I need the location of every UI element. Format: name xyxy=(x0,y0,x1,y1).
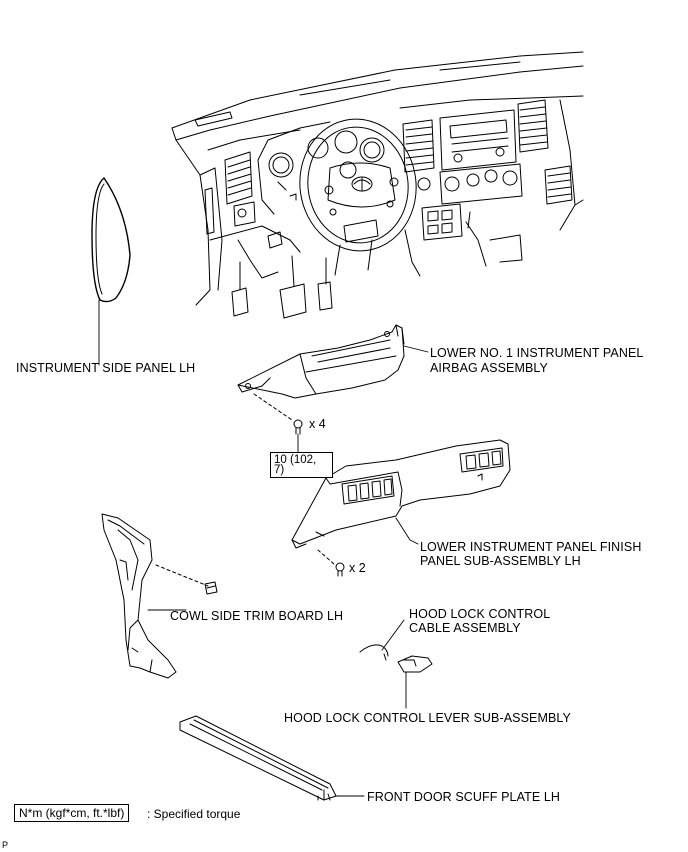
label-finish-panel-line2: PANEL SUB-ASSEMBLY LH xyxy=(420,554,581,568)
label-hood-cable-line2: CABLE ASSEMBLY xyxy=(409,621,521,635)
label-airbag-line2: AIRBAG ASSEMBLY xyxy=(430,361,548,375)
label-airbag-line1: LOWER NO. 1 INSTRUMENT PANEL xyxy=(430,346,644,360)
label-hood-lever: HOOD LOCK CONTROL LEVER SUB-ASSEMBLY xyxy=(284,711,571,725)
torque-line1: 10 (102, xyxy=(274,454,317,466)
label-instrument-side-panel: INSTRUMENT SIDE PANEL LH xyxy=(16,361,196,375)
airbag-assembly-part xyxy=(237,324,429,453)
instrument-side-panel-part xyxy=(91,177,131,366)
torque-legend-box: N*m (kgf*cm, ft.*lbf) xyxy=(14,804,130,822)
label-scuff-plate: FRONT DOOR SCUFF PLATE LH xyxy=(367,790,561,804)
cowl-side-trim-part xyxy=(101,513,218,679)
finish-panel-part xyxy=(291,439,511,577)
torque-line2: 7) xyxy=(274,464,285,476)
scuff-plate-part xyxy=(179,715,365,801)
label-hood-cable-line1: HOOD LOCK CONTROL xyxy=(409,607,551,621)
qty-airbag-bolts: x 4 xyxy=(309,417,326,431)
torque-legend-text: : Specified torque xyxy=(147,807,241,821)
label-finish-panel-line1: LOWER INSTRUMENT PANEL FINISH xyxy=(420,540,642,554)
dashboard-illustration xyxy=(171,51,584,319)
hood-lock-parts xyxy=(359,619,433,709)
label-cowl-trim: COWL SIDE TRIM BOARD LH xyxy=(170,609,344,623)
qty-finish-panel-bolts: x 2 xyxy=(349,561,366,575)
corner-mark: P xyxy=(2,840,9,850)
torque-spec-box: 10 (102, 7) xyxy=(270,452,333,478)
